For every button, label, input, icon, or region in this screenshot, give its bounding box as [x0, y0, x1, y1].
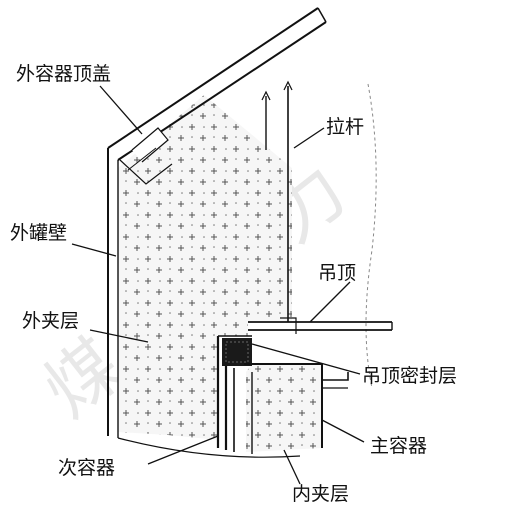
leader-secondary-container [147, 435, 219, 465]
label-outer-roof: 外容器顶盖 [16, 63, 111, 85]
secondary-container [216, 335, 252, 452]
inner-interspace-insulation [246, 364, 322, 452]
leader-tie-rod [293, 127, 325, 149]
leader-outer-roof [99, 85, 143, 135]
outer-interspace-insulation [118, 95, 292, 440]
label-suspended-deck: 吊顶 [318, 262, 356, 284]
leader-outer-wall [71, 243, 117, 257]
leader-inner-interspace [283, 449, 301, 485]
label-inner-interspace: 内夹层 [292, 483, 349, 505]
leader-main-container [321, 419, 365, 443]
leader-deck-seal [251, 343, 361, 375]
label-tie-rod: 拉杆 [326, 116, 364, 138]
label-outer-wall: 外罐壁 [10, 222, 67, 244]
tie-rods [261, 80, 293, 322]
label-main-container: 主容器 [370, 435, 427, 457]
suspended-deck [248, 317, 393, 334]
label-secondary-container: 次容器 [58, 457, 115, 479]
deck-seal [222, 338, 252, 366]
leader-lines [71, 85, 365, 485]
outer-boundary-curve [365, 83, 377, 389]
outer-roof [107, 7, 327, 185]
outer-wall [107, 148, 301, 458]
label-outer-interspace: 外夹层 [22, 310, 79, 332]
leader-outer-interspace [89, 329, 149, 343]
leader-suspended-deck [309, 281, 351, 323]
label-deck-seal: 吊顶密封层 [362, 365, 457, 387]
